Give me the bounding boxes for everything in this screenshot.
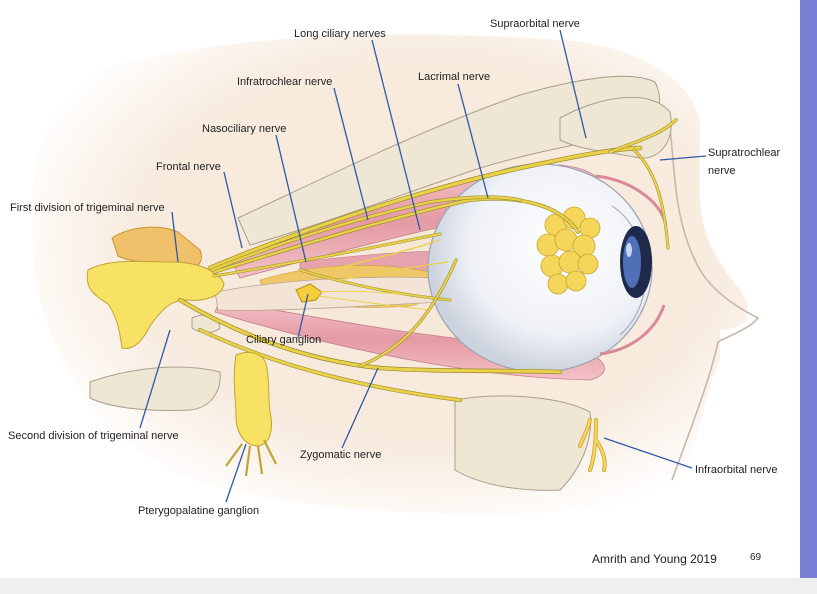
infraorbital-nerve-shape [578,418,607,472]
label-supraorbital-nerve: Supraorbital nerve [490,18,580,30]
supraorbital-rim-bone [559,96,672,159]
side-accent-bar [800,0,817,578]
label-lacrimal-nerve: Lacrimal nerve [418,71,490,83]
eye-nerve-diagram: Long ciliary nerves Supraorbital nerve I… [8,18,780,566]
label-long-ciliary-nerves: Long ciliary nerves [294,28,386,40]
label-supratrochlear-line2: nerve [708,165,736,177]
lacrimal-gland [536,206,601,295]
label-infratrochlear-nerve: Infratrochlear nerve [237,76,332,88]
label-second-division-trigeminal: Second division of trigeminal nerve [8,430,179,442]
label-zygomatic-nerve: Zygomatic nerve [300,449,381,461]
citation-text: Amrith and Young 2019 [592,552,717,566]
orbital-floor-bone [454,395,592,491]
label-frontal-nerve: Frontal nerve [156,161,221,173]
face-profile [667,109,760,481]
page-number: 69 [750,552,762,563]
trigeminal-trunk [86,226,225,349]
lower-eyelid [599,304,666,356]
eyeball [427,163,653,373]
leader-lines [139,29,707,503]
label-pterygopalatine-ganglion: Pterygopalatine ganglion [138,505,259,517]
label-infraorbital-nerve: Infraorbital nerve [695,464,778,476]
slide: Long ciliary nerves Supraorbital nerve I… [8,18,781,566]
label-ciliary-ganglion: Ciliary ganglion [246,334,321,346]
label-nasociliary-nerve: Nasociliary nerve [202,123,286,135]
label-first-division-trigeminal: First division of trigeminal nerve [10,202,165,214]
bottom-bar [0,578,817,594]
nerve-branches [177,118,678,402]
pterygopalatine-ganglion-shape [225,351,277,477]
labels: Long ciliary nerves Supraorbital nerve I… [8,18,780,517]
sphenoid-bone [89,366,221,411]
label-supratrochlear-line1: Supratrochlear [708,147,780,159]
